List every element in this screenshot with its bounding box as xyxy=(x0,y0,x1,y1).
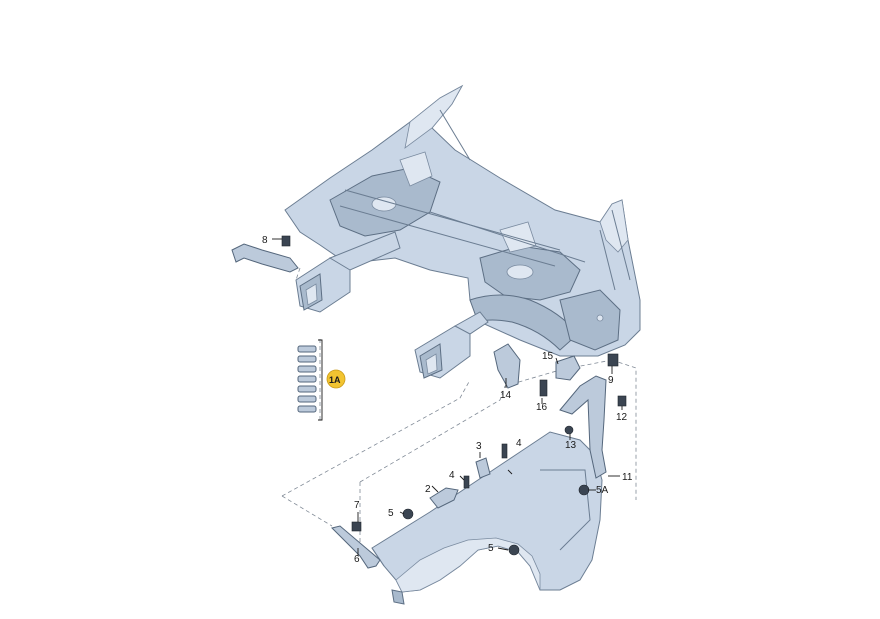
screw-4a xyxy=(463,475,470,489)
callouts: 8 1A 14 15 16 9 12 13 11 5A 3 4 4 2 5 5 … xyxy=(262,235,633,565)
bracket-8 xyxy=(231,243,299,273)
body-shell xyxy=(284,84,641,379)
wheel-liner-11 xyxy=(559,375,607,479)
callout-14: 14 xyxy=(500,390,512,401)
callout-7: 7 xyxy=(354,500,360,511)
screw-5-upper xyxy=(402,508,414,520)
callout-9: 9 xyxy=(608,375,614,386)
callout-16: 16 xyxy=(536,402,548,413)
callout-12: 12 xyxy=(616,412,628,423)
bolt-5a xyxy=(578,484,590,496)
callout-11: 11 xyxy=(622,472,633,483)
callout-8: 8 xyxy=(262,235,268,246)
clip-12 xyxy=(617,395,627,407)
callout-3: 3 xyxy=(476,441,482,452)
small-parts xyxy=(231,235,627,569)
bracket-15 xyxy=(555,355,581,381)
callout-13: 13 xyxy=(565,440,577,451)
fender-panel xyxy=(371,431,603,605)
callout-4-left: 4 xyxy=(449,470,455,481)
bracket-3 xyxy=(475,457,491,479)
assembly-lines xyxy=(281,267,637,550)
callout-2: 2 xyxy=(425,484,431,495)
callout-6: 6 xyxy=(354,554,360,565)
callout-5-lower: 5 xyxy=(488,543,494,554)
bracket-14 xyxy=(493,343,521,389)
screw-4b xyxy=(501,443,508,459)
callout-4-right: 4 xyxy=(516,438,522,449)
bolt-8 xyxy=(281,235,291,247)
clip-set-1a xyxy=(297,339,323,421)
callout-15: 15 xyxy=(542,351,554,362)
callout-1a: 1A xyxy=(329,375,341,385)
callout-5-upper: 5 xyxy=(388,508,394,519)
screw-16 xyxy=(539,379,548,397)
callout-1a-badge xyxy=(326,369,346,389)
clip-9 xyxy=(607,353,619,367)
callout-5a: 5A xyxy=(596,485,609,496)
leader-lines xyxy=(272,238,623,556)
screw-5-lower xyxy=(508,544,520,556)
strip-6 xyxy=(331,525,381,569)
screw-13 xyxy=(564,425,574,435)
nut-7 xyxy=(351,521,362,532)
bracket-2 xyxy=(429,487,459,509)
